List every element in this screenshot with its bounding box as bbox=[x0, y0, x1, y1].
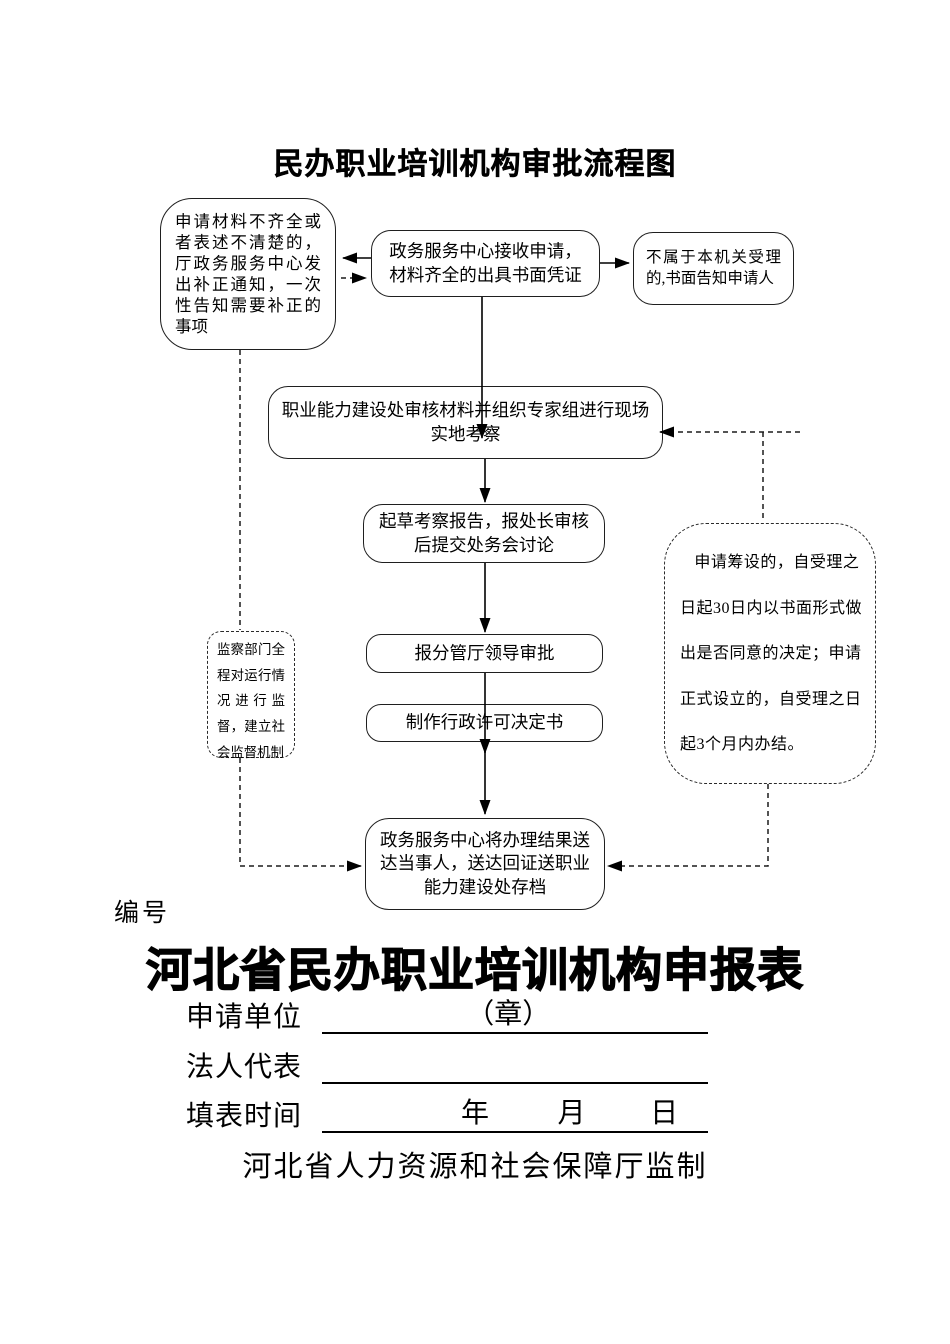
flow-box-draft-report: 起草考察报告，报处长审核后提交处务会讨论 bbox=[363, 504, 605, 563]
year-label: 年 bbox=[460, 1098, 489, 1129]
form-row-fill-date: 填表时间 年 月 日 bbox=[186, 1095, 709, 1133]
flow-box-deliver-result: 政务服务中心将办理结果送达当事人，送达回证送职业能力建设处存档 bbox=[365, 818, 605, 910]
flow-box-material-review: 职业能力建设处审核材料并组织专家组进行现场实地考察 bbox=[268, 386, 663, 459]
flowchart-title: 民办职业培训机构审批流程图 bbox=[273, 148, 677, 181]
issuer-footer: 河北省人力资源和社会保障厅监制 bbox=[242, 1151, 708, 1183]
flow-box-supervision-note: 监察部门全程对运行情况进行监督，建立社会监督机制 bbox=[207, 631, 295, 760]
serial-number-label: 编号 bbox=[114, 900, 171, 927]
month-label: 月 bbox=[557, 1098, 586, 1129]
flow-box-supplement-notice: 申请材料不齐全或者表述不清楚的，厅政务服务中心发出补正通知，一次性告知需要补正的… bbox=[160, 198, 336, 350]
flow-box-receive-application: 政务服务中心接收申请，材料齐全的出具书面凭证 bbox=[371, 230, 600, 297]
form-row-applicant: 申请单位 （章） bbox=[186, 996, 709, 1034]
form-row-legal-rep: 法人代表 bbox=[186, 1046, 709, 1084]
form-title: 河北省民办职业培训机构申报表 bbox=[145, 943, 804, 996]
fill-date-blank-line: 年 月 日 bbox=[322, 1095, 709, 1133]
applicant-label: 申请单位 bbox=[186, 1002, 303, 1034]
fill-date-label: 填表时间 bbox=[186, 1101, 303, 1133]
day-label: 日 bbox=[650, 1098, 679, 1129]
dashed-arrow-supervise-to-deliver bbox=[239, 758, 362, 872]
flow-box-not-accepted: 不属于本机关受理的,书面告知申请人 bbox=[633, 232, 794, 305]
legal-rep-label: 法人代表 bbox=[186, 1052, 303, 1084]
applicant-blank-line: （章） bbox=[322, 996, 709, 1034]
flow-box-license-decision: 制作行政许可决定书 bbox=[366, 704, 603, 742]
seal-placeholder: （章） bbox=[466, 999, 551, 1030]
flow-box-leader-approval: 报分管厅领导审批 bbox=[366, 634, 603, 673]
legal-rep-blank-line bbox=[322, 1046, 709, 1084]
dashed-arrow-deadline-to-deliver bbox=[607, 784, 769, 872]
flow-box-deadline-note: 申请筹设的，自受理之日起30日内以书面形式做出是否同意的决定；申请正式设立的，自… bbox=[664, 523, 876, 784]
